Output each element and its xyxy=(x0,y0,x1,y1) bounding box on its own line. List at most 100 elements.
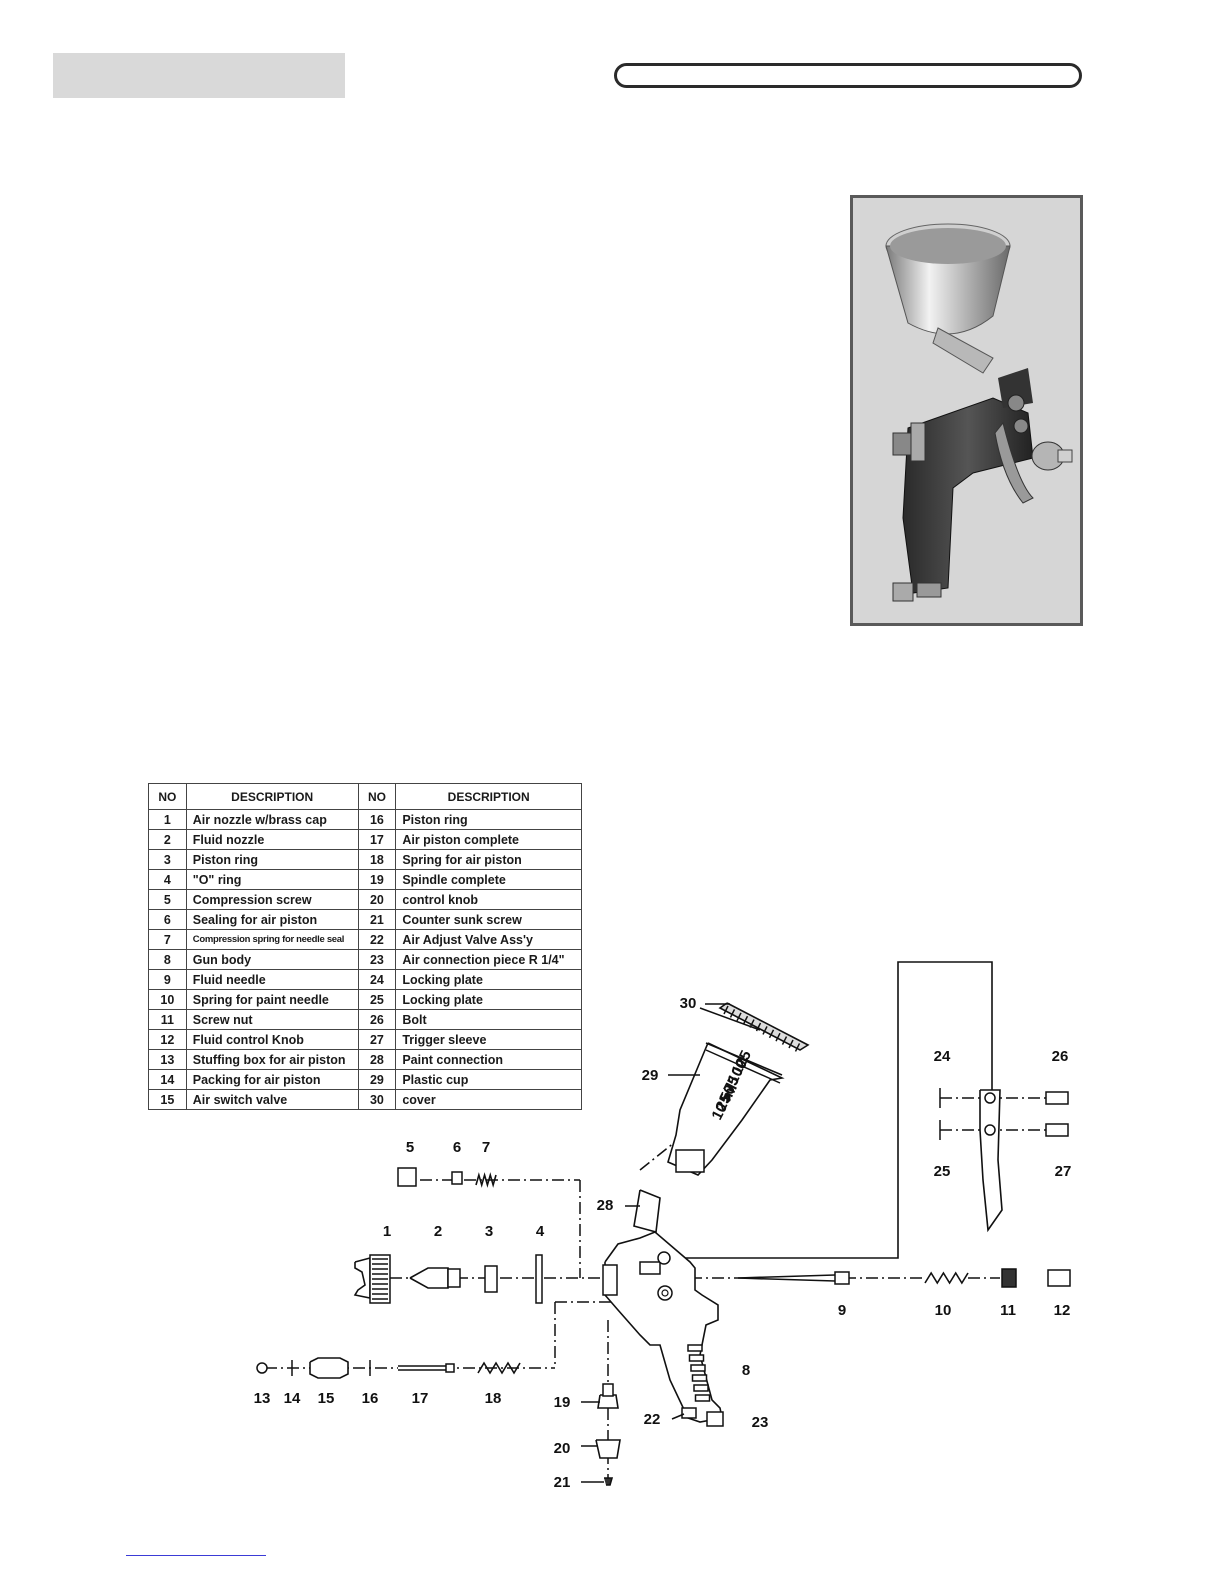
grip-rib xyxy=(690,1364,706,1372)
cup-scale-label: 75 xyxy=(720,1073,743,1096)
callout-1: 1 xyxy=(383,1223,391,1240)
product-photo xyxy=(850,195,1083,626)
part-number: 15 xyxy=(148,1089,187,1110)
piston-ring-3 xyxy=(484,1265,498,1293)
air-connection-23 xyxy=(706,1411,724,1427)
spring-18 xyxy=(477,1361,521,1375)
callout-11: 11 xyxy=(1000,1302,1016,1319)
part-description: Compression spring for needle seal xyxy=(185,929,359,950)
trigger-pivot xyxy=(984,1124,996,1136)
cover-rib xyxy=(729,1009,736,1018)
header-no-1: NO xyxy=(148,783,187,810)
cover-rib xyxy=(749,1019,755,1028)
part-number: 20 xyxy=(357,889,397,910)
stuffing-box-13 xyxy=(256,1362,268,1374)
part-description: Fluid needle xyxy=(185,969,359,990)
part-number: 26 xyxy=(357,1009,397,1030)
grip-rib xyxy=(693,1384,709,1392)
part-description: Piston ring xyxy=(185,849,359,870)
callout-26: 26 xyxy=(1052,1048,1069,1065)
part-description: Air switch valve xyxy=(185,1089,359,1110)
spindle-top xyxy=(602,1383,614,1397)
part-number: 22 xyxy=(357,929,397,950)
cover-rib xyxy=(768,1029,775,1039)
cover-rib xyxy=(794,1043,801,1052)
callout-24: 24 xyxy=(934,1048,951,1065)
cover-rib xyxy=(742,1015,749,1025)
part-description: Fluid nozzle xyxy=(185,829,359,850)
grip-rib xyxy=(687,1344,703,1352)
cup-rim xyxy=(705,1042,783,1076)
fluid-needle-9 xyxy=(737,1274,849,1282)
gun-body-detail xyxy=(657,1251,671,1265)
callout-6: 6 xyxy=(453,1139,461,1156)
part-number: 1 xyxy=(148,809,187,830)
part-number: 6 xyxy=(148,909,187,930)
cover-rib xyxy=(762,1026,768,1035)
counter-sunk-screw-21 xyxy=(604,1477,614,1486)
spindle-19 xyxy=(597,1394,619,1409)
callout-4: 4 xyxy=(536,1223,545,1240)
cup-scale-label: 25 xyxy=(712,1091,735,1114)
needle-collar xyxy=(834,1271,850,1285)
cover-rib xyxy=(755,1022,762,1032)
callout-9: 9 xyxy=(838,1302,846,1319)
part-number: 3 xyxy=(148,849,187,870)
part-description: Spring for paint needle xyxy=(185,989,359,1010)
callout-16: 16 xyxy=(362,1390,379,1407)
part-description: Trigger sleeve xyxy=(395,1029,582,1050)
part-number: 16 xyxy=(357,809,397,830)
cup-scale-label: 50 xyxy=(716,1082,739,1105)
part-description: Spindle complete xyxy=(395,869,582,890)
part-number: 12 xyxy=(148,1029,187,1050)
fluid-control-knob-12 xyxy=(1047,1269,1071,1287)
cup-neck xyxy=(675,1149,705,1173)
bolt-26 xyxy=(1045,1091,1069,1105)
part-description: Stuffing box for air piston xyxy=(185,1049,359,1070)
callout-21: 21 xyxy=(554,1474,571,1491)
callout-3: 3 xyxy=(485,1223,493,1240)
callout-29: 29 xyxy=(642,1067,659,1084)
gun-body-front xyxy=(602,1264,618,1296)
part-description: Piston ring xyxy=(395,809,582,830)
part-number: 18 xyxy=(357,849,397,870)
callout-13: 13 xyxy=(254,1390,271,1407)
compression-spring-7 xyxy=(475,1172,497,1188)
callout-leader xyxy=(671,1413,685,1420)
callout-14: 14 xyxy=(284,1390,301,1407)
cover-rib xyxy=(781,1036,788,1045)
screw-nut-11 xyxy=(1001,1268,1017,1288)
callout-17: 17 xyxy=(412,1390,429,1407)
gun-body-detail xyxy=(639,1261,661,1275)
trigger-sleeve-27 xyxy=(1045,1123,1069,1137)
header-description-2: DESCRIPTION xyxy=(395,783,582,810)
air-piston-17 xyxy=(398,1365,454,1371)
trigger-part xyxy=(979,1089,1003,1233)
control-knob-20 xyxy=(595,1439,621,1459)
grip-rib xyxy=(691,1374,708,1382)
callout-5: 5 xyxy=(406,1139,414,1156)
spray-gun-photo-icon xyxy=(885,223,1073,602)
part-number: 5 xyxy=(148,889,187,910)
callout-15: 15 xyxy=(318,1390,335,1407)
air-adjust-22 xyxy=(681,1407,697,1419)
part-number: 9 xyxy=(148,969,187,990)
callout-12: 12 xyxy=(1054,1302,1071,1319)
bottom-link-underline xyxy=(126,1555,266,1556)
part-description: Gun body xyxy=(185,949,359,970)
part-description: Bolt xyxy=(395,1009,582,1030)
part-number: 17 xyxy=(357,829,397,850)
